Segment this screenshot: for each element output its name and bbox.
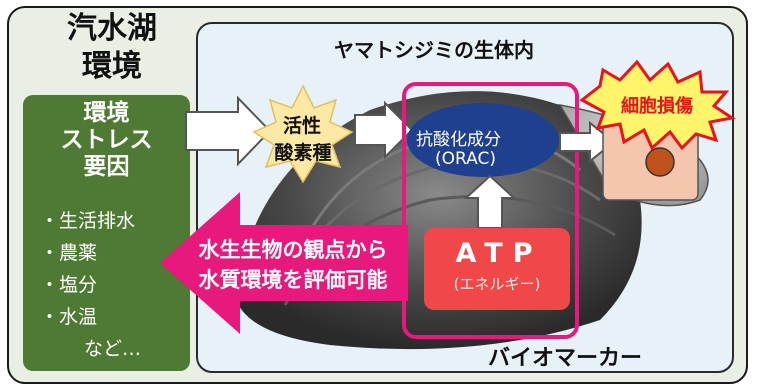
- stress-item: ・生活排水: [40, 210, 136, 232]
- environment-title-line1: 汽水湖: [67, 11, 157, 46]
- atp-sublabel: (エネルギー): [453, 275, 541, 293]
- stress-item: など…: [84, 338, 142, 360]
- arrow-atp-to-antioxidant: [463, 174, 517, 229]
- environment-title-line2: 環境: [82, 49, 142, 84]
- evaluation-arrow: [160, 192, 408, 334]
- cell-nucleus: [645, 147, 675, 177]
- stress-factors-box: [23, 95, 190, 371]
- antioxidant-sublabel: (ORAC): [435, 149, 496, 169]
- stress-title-line3: 要因: [83, 154, 130, 180]
- arrow-stress-to-ros: [185, 95, 272, 167]
- atp-label: ATP: [455, 238, 543, 269]
- stress-item: ・水温: [40, 306, 98, 328]
- clam-interior-title: ヤマトシジミの生体内: [334, 38, 534, 62]
- evaluation-line1: 水生生物の観点から: [198, 238, 388, 262]
- stress-item: ・塩分: [40, 274, 98, 296]
- atp-box: [424, 228, 570, 310]
- cell-damage-burst: [579, 59, 736, 151]
- ros-star-shape: [252, 84, 354, 184]
- biomarker-label: バイオマーカー: [488, 346, 643, 371]
- biomarker-frame: [402, 82, 579, 339]
- stress-item: ・農薬: [40, 242, 98, 264]
- arrow-ros-to-antioxidant: [354, 100, 414, 160]
- antioxidant-label: 抗酸化成分: [416, 130, 501, 150]
- stress-title-line1: 環境: [83, 100, 130, 126]
- antioxidant-ellipse: [407, 103, 559, 177]
- arrow-antioxidant-to-cell: [559, 120, 616, 164]
- stress-title-line2: ストレス: [60, 127, 153, 153]
- cell-damage-label: 細胞損傷: [621, 96, 693, 117]
- ros-label-line1: 活性: [282, 115, 321, 137]
- ros-label-line2: 酸素種: [274, 142, 332, 164]
- evaluation-line2: 水質環境を評価可能: [198, 268, 388, 292]
